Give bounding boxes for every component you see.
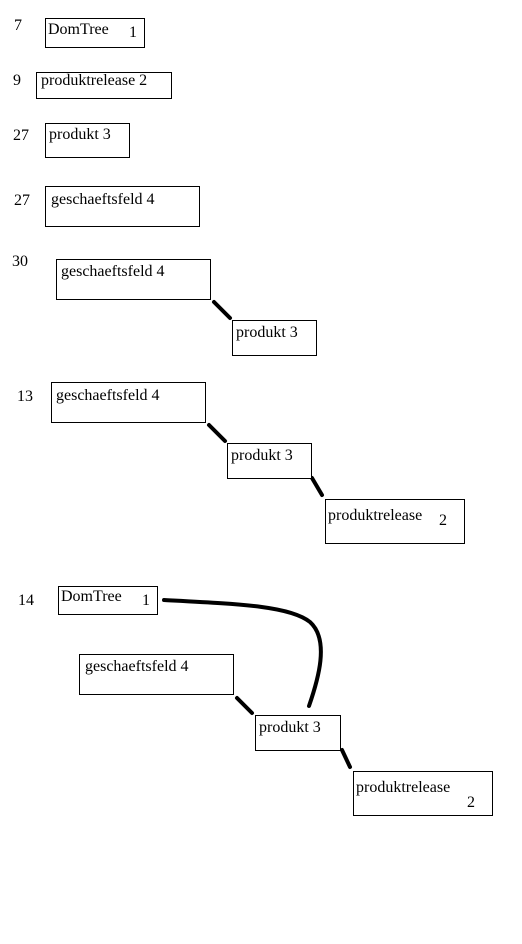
node-geschaeftsfeld <box>56 259 211 300</box>
node-geschaeftsfeld <box>79 654 234 695</box>
edge-produkt-produktrelease <box>310 476 324 497</box>
step-number: 27 <box>14 192 30 209</box>
node-label: produkt 3 <box>49 126 111 143</box>
step-number: 13 <box>17 388 33 405</box>
node-domtree <box>58 586 158 615</box>
edge-geschaeftsfeld-produkt <box>212 300 232 320</box>
step-number: 30 <box>12 253 28 270</box>
node-produkt <box>227 443 312 479</box>
step-number: 7 <box>14 17 22 34</box>
node-label: produktrelease <box>328 507 423 524</box>
step-number: 14 <box>18 592 34 609</box>
edge-geschaeftsfeld-produkt <box>207 423 227 443</box>
node-produktrelease <box>353 771 493 816</box>
edge-produkt-produktrelease <box>340 748 352 769</box>
node-label: geschaeftsfeld 4 <box>51 191 155 208</box>
step-number: 9 <box>13 72 21 89</box>
node-id: 1 <box>129 24 137 41</box>
node-domtree <box>45 18 145 48</box>
node-geschaeftsfeld <box>51 382 206 423</box>
node-label: geschaeftsfeld 4 <box>56 387 160 404</box>
node-label: produkt 3 <box>231 447 293 464</box>
node-label: produktrelease 2 <box>41 72 148 89</box>
node-label: DomTree <box>48 21 109 38</box>
node-id: 2 <box>467 794 475 811</box>
node-label: produktrelease <box>356 779 451 796</box>
node-produkt <box>255 715 341 751</box>
node-label: geschaeftsfeld 4 <box>61 263 165 280</box>
node-label: geschaeftsfeld 4 <box>85 658 189 675</box>
node-geschaeftsfeld <box>45 186 200 227</box>
node-produktrelease <box>325 499 465 544</box>
node-label: DomTree <box>61 588 122 605</box>
node-produkt <box>232 320 317 356</box>
node-label: produkt 3 <box>236 324 298 341</box>
node-produktrelease <box>36 72 172 99</box>
node-id: 1 <box>142 592 150 609</box>
step-number: 27 <box>13 127 29 144</box>
node-label: produkt 3 <box>259 719 321 736</box>
node-id: 2 <box>439 512 447 529</box>
edge-geschaeftsfeld-produkt <box>235 696 254 715</box>
node-produkt <box>45 123 130 158</box>
